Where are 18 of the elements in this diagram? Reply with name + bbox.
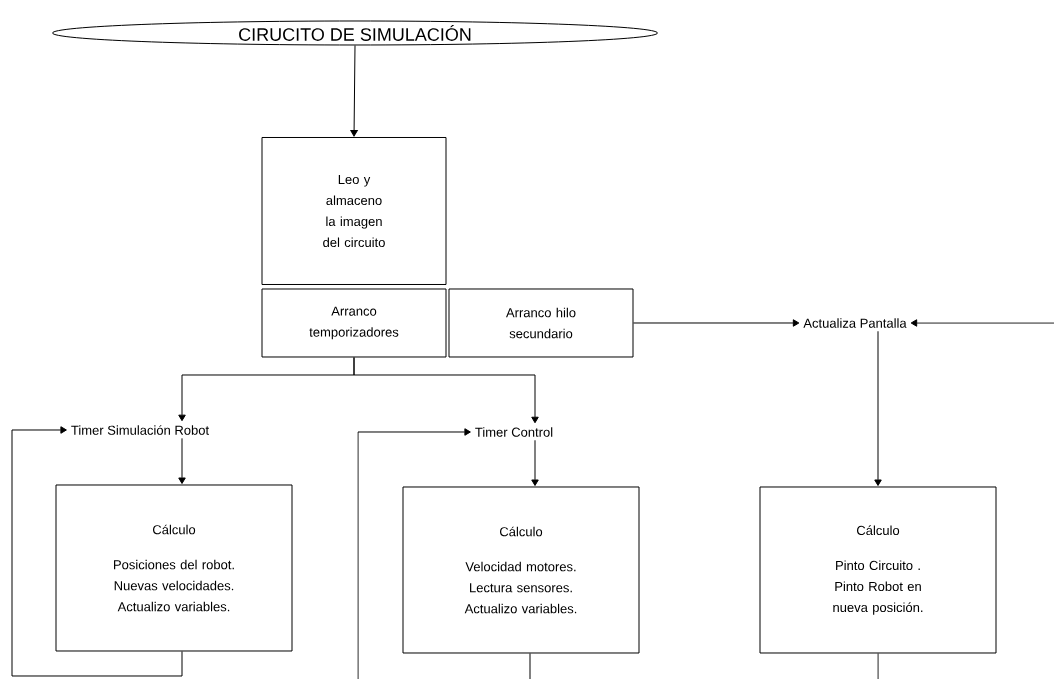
arrow — [11, 426, 183, 677]
arrow — [633, 319, 800, 327]
arrow — [353, 357, 539, 424]
step-label: Timer Control — [475, 427, 553, 437]
process-box: Cálculo Posiciones del robot. Nuevas velocidades. Actualizo variables. — [55, 484, 293, 652]
arrow — [531, 439, 539, 486]
arrow — [874, 330, 882, 486]
process-box: Arranco temporizadores — [261, 288, 447, 358]
process-box: Cálculo Velocidad motores. Lectura sensores. Actualizo variables. — [402, 486, 640, 654]
process-box: Arranco hilo secundario — [448, 288, 634, 358]
process-box: Leo y almaceno la imagen del circuito — [261, 137, 447, 285]
step-label: Timer Simulación Robot — [71, 425, 209, 435]
arrow — [178, 437, 186, 484]
arrow — [350, 45, 358, 137]
arrow — [357, 428, 531, 679]
arrow — [877, 319, 1054, 679]
step-label: Actualiza Pantalla — [803, 318, 907, 328]
process-box: Cálculo Pinto Circuito . Pinto Robot en nueva posición. — [759, 486, 997, 654]
